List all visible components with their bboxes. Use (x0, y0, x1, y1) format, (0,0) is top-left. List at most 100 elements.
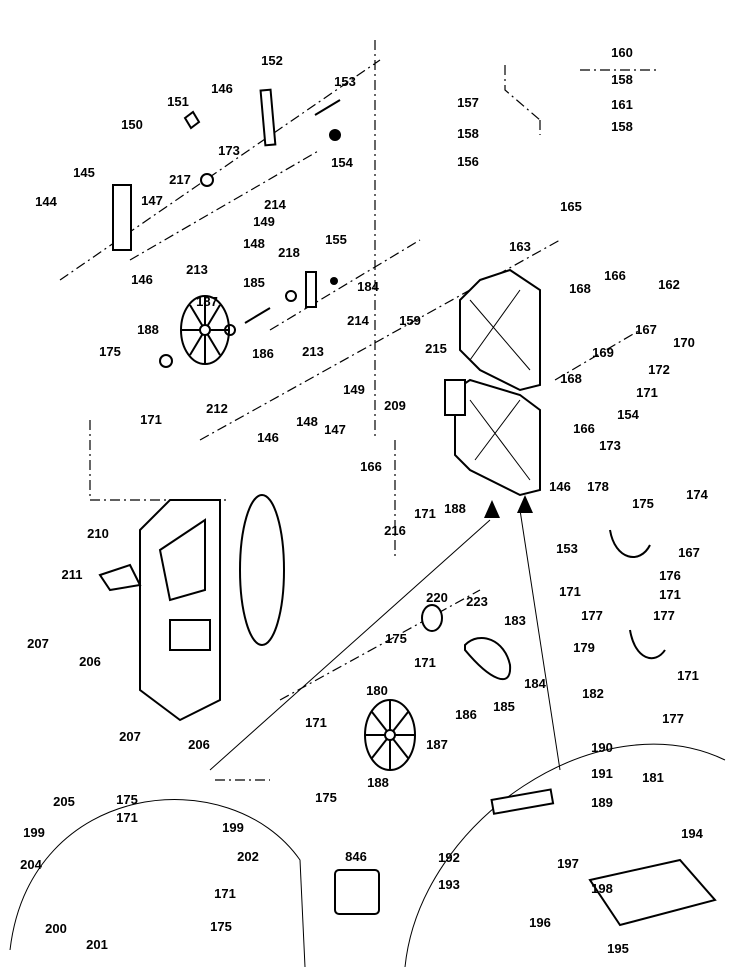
part-label-165: 165 (560, 199, 582, 214)
part-label-159: 159 (399, 313, 421, 328)
part-label-187: 187 (426, 737, 448, 752)
part-label-161: 161 (611, 97, 633, 112)
part-label-150: 150 (121, 117, 143, 132)
part-label-166: 166 (573, 421, 595, 436)
part-label-215: 215 (425, 341, 447, 356)
part-label-186: 186 (455, 707, 477, 722)
part-label-171: 171 (559, 584, 581, 599)
part-label-153: 153 (556, 541, 578, 556)
part-label-160: 160 (611, 45, 633, 60)
part-label-158: 158 (611, 119, 633, 134)
part-label-171: 171 (659, 587, 681, 602)
part-label-194: 194 (681, 826, 703, 841)
part-label-171: 171 (116, 810, 138, 825)
part-label-189: 189 (591, 795, 613, 810)
hardware-bag (334, 869, 380, 915)
part-label-151: 151 (167, 94, 189, 109)
part-label-148: 148 (243, 236, 265, 251)
part-label-202: 202 (237, 849, 259, 864)
part-label-187: 187 (196, 294, 218, 309)
part-label-198: 198 (591, 881, 613, 896)
part-label-154: 154 (331, 155, 353, 170)
part-label-168: 168 (560, 371, 582, 386)
part-label-184: 184 (524, 676, 546, 691)
part-label-190: 190 (591, 740, 613, 755)
part-label-158: 158 (457, 126, 479, 141)
part-label-163: 163 (509, 239, 531, 254)
part-label-214: 214 (264, 197, 286, 212)
part-label-169: 169 (592, 345, 614, 360)
part-label-214: 214 (347, 313, 369, 328)
part-label-211: 211 (62, 567, 83, 582)
part-label-199: 199 (23, 825, 45, 840)
part-label-156: 156 (457, 154, 479, 169)
part-label-186: 186 (252, 346, 274, 361)
part-label-175: 175 (116, 792, 138, 807)
main-frame (444, 268, 541, 497)
part-label-192: 192 (438, 850, 460, 865)
part-label-191: 191 (591, 766, 613, 781)
part-label-149: 149 (253, 214, 275, 229)
part-label-188: 188 (444, 501, 466, 516)
part-label-197: 197 (557, 856, 579, 871)
part-label-846: 846 (345, 849, 367, 864)
part-label-185: 185 (493, 699, 515, 714)
part-label-176: 176 (659, 568, 681, 583)
part-label-199: 199 (222, 820, 244, 835)
part-label-168: 168 (569, 281, 591, 296)
part-label-158: 158 (611, 72, 633, 87)
part-label-183: 183 (504, 613, 526, 628)
part-label-212: 212 (206, 401, 228, 416)
part-label-205: 205 (53, 794, 75, 809)
part-label-210: 210 (87, 526, 109, 541)
part-label-175: 175 (385, 631, 407, 646)
part-label-157: 157 (457, 95, 479, 110)
part-label-200: 200 (45, 921, 67, 936)
part-label-201: 201 (86, 937, 108, 952)
guide-lines (59, 40, 660, 781)
upper-guide-assembly (112, 88, 341, 336)
part-label-213: 213 (302, 344, 324, 359)
part-label-171: 171 (305, 715, 327, 730)
part-label-181: 181 (642, 770, 664, 785)
part-label-147: 147 (324, 422, 346, 437)
part-label-175: 175 (315, 790, 337, 805)
part-label-196: 196 (529, 915, 551, 930)
part-label-148: 148 (296, 414, 318, 429)
part-label-184: 184 (357, 279, 379, 294)
part-label-177: 177 (653, 608, 675, 623)
part-label-206: 206 (188, 737, 210, 752)
part-label-213: 213 (186, 262, 208, 277)
part-label-207: 207 (27, 636, 49, 651)
upper-wheel-212 (159, 295, 230, 368)
part-label-204: 204 (20, 857, 42, 872)
part-label-146: 146 (131, 272, 153, 287)
part-label-147: 147 (141, 193, 163, 208)
part-label-162: 162 (658, 277, 680, 292)
lower-wheel-180 (364, 604, 512, 771)
part-label-175: 175 (99, 344, 121, 359)
part-label-188: 188 (137, 322, 159, 337)
part-label-146: 146 (257, 430, 279, 445)
part-label-167: 167 (635, 322, 657, 337)
part-label-185: 185 (243, 275, 265, 290)
part-label-171: 171 (636, 385, 658, 400)
part-label-172: 172 (648, 362, 670, 377)
part-label-152: 152 (261, 53, 283, 68)
part-label-175: 175 (632, 496, 654, 511)
part-label-193: 193 (438, 877, 460, 892)
blade-guards (609, 529, 666, 660)
part-label-179: 179 (573, 640, 595, 655)
inset-circles (9, 743, 726, 967)
part-label-206: 206 (79, 654, 101, 669)
part-label-171: 171 (414, 506, 436, 521)
part-label-175: 175 (210, 919, 232, 934)
part-label-223: 223 (466, 594, 488, 609)
part-label-146: 146 (211, 81, 233, 96)
part-label-178: 178 (587, 479, 609, 494)
callout-arrows (209, 495, 561, 771)
part-label-153: 153 (334, 74, 356, 89)
